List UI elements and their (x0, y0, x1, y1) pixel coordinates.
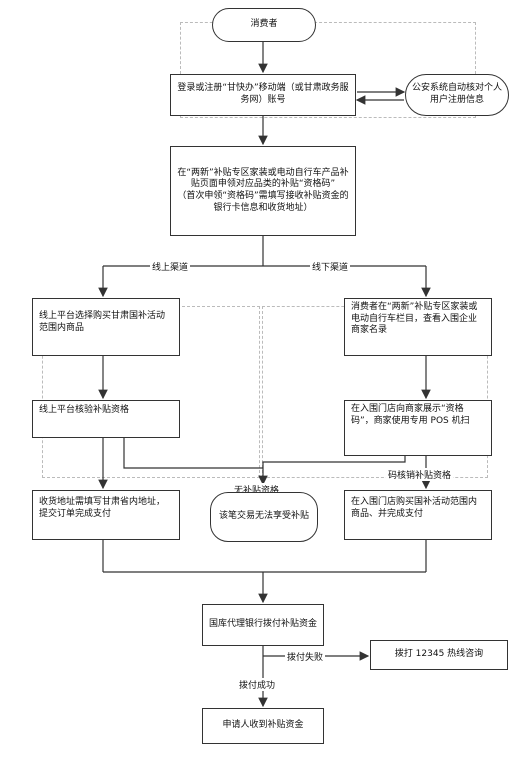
node-police: 公安系统自动核对个人用户注册信息 (405, 74, 509, 116)
node-no-subsidy: 该笔交易无法享受补贴 (210, 492, 318, 542)
node-received-text: 申请人收到补贴资金 (222, 720, 304, 731)
node-apply-text: 在“两新”补贴专区家装或电动自行车产品补贴页面申领对应品类的补贴“资格码” （首… (177, 167, 349, 213)
label-offline-channel: 线下渠道 (310, 260, 351, 273)
node-treasury-text: 国库代理银行拨付补贴资金 (209, 619, 318, 630)
node-apply: 在“两新”补贴专区家装或电动自行车产品补贴页面申领对应品类的补贴“资格码” （首… (170, 146, 356, 236)
node-online-verify: 线上平台核验补贴资格 (32, 400, 180, 438)
line-offline-show-no-subsidy (262, 456, 406, 468)
node-hotline-text: 拨打 12345 热线咨询 (394, 649, 484, 660)
node-offline-view-text: 消费者在“两新”补贴专区家装或电动自行车栏目，查看入围企业商家名录 (351, 302, 478, 336)
node-consumer: 消费者 (212, 8, 316, 42)
node-hotline: 拨打 12345 热线咨询 (370, 640, 508, 670)
node-online-select-text: 线上平台选择购买甘肃国补活动范围内商品 (39, 311, 166, 333)
node-online-pay-text: 收货地址需填写甘肃省内地址，提交订单完成支付 (39, 497, 166, 519)
node-consumer-text: 消费者 (250, 19, 278, 30)
node-online-verify-text: 线上平台核验补贴资格 (39, 405, 130, 415)
node-offline-show: 在入围门店向商家展示“资格码”，商家使用专用 POS 机扫 (344, 400, 492, 456)
node-offline-buy: 在入围门店购买国补活动范围内商品、并完成支付 (344, 490, 492, 540)
node-offline-view: 消费者在“两新”补贴专区家装或电动自行车栏目，查看入围企业商家名录 (344, 298, 492, 356)
line-verify-no-subsidy (123, 438, 263, 469)
node-treasury: 国库代理银行拨付补贴资金 (202, 604, 324, 646)
label-pos-verify: 码核销补贴资格 (386, 468, 454, 481)
label-pay-success: 拨付成功 (237, 678, 278, 691)
node-received: 申请人收到补贴资金 (202, 708, 324, 744)
label-pay-fail: 拨付失败 (285, 650, 326, 663)
node-offline-show-text: 在入围门店向商家展示“资格码”，商家使用专用 POS 机扫 (351, 404, 470, 426)
node-online-select: 线上平台选择购买甘肃国补活动范围内商品 (32, 298, 180, 356)
node-register: 登录或注册“甘快办”移动端（或甘肃政务服务网）账号 (170, 74, 356, 116)
dashed-guide-top (180, 22, 476, 118)
label-online-channel: 线上渠道 (150, 260, 191, 273)
node-online-pay: 收货地址需填写甘肃省内地址，提交订单完成支付 (32, 490, 180, 540)
node-no-subsidy-text: 该笔交易无法享受补贴 (218, 511, 309, 522)
node-register-text: 登录或注册“甘快办”移动端（或甘肃政务服务网）账号 (177, 83, 349, 105)
node-police-text: 公安系统自动核对个人用户注册信息 (412, 83, 503, 105)
node-offline-buy-text: 在入围门店购买国补活动范围内商品、并完成支付 (351, 497, 478, 519)
